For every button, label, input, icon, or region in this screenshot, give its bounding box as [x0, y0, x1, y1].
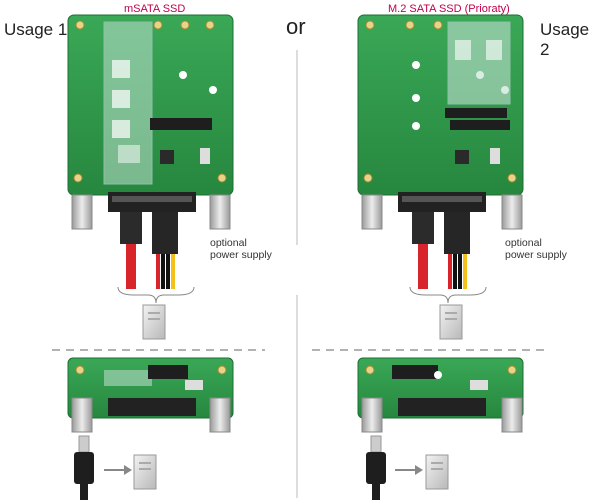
usb-cable-left — [74, 435, 94, 500]
cable-sata-left — [120, 212, 178, 289]
arrow-left — [104, 465, 132, 475]
optional-power-right: optional power supply — [505, 237, 567, 261]
board-m2-top — [357, 14, 524, 230]
optional-power-left-line2: power supply — [210, 249, 272, 261]
drive-icon-left — [142, 304, 166, 340]
drive-icon-bottom-left — [133, 454, 157, 490]
arrow-right — [395, 465, 423, 475]
usage-1-label: Usage 1 — [4, 20, 68, 39]
optional-power-right-line1: optional — [505, 237, 542, 249]
m2-title: M.2 SATA SSD (Prioraty) — [388, 3, 510, 15]
optional-power-left: optional power supply — [210, 237, 272, 261]
optional-power-right-line2: power supply — [505, 249, 567, 261]
drive-icon-bottom-right — [425, 454, 449, 490]
usb-cable-right — [366, 435, 386, 500]
brace-left — [117, 286, 195, 304]
board-msata-bottom — [67, 357, 234, 433]
drive-icon-right — [439, 304, 463, 340]
cable-sata-right — [412, 212, 470, 289]
msata-title: mSATA SSD — [124, 3, 186, 15]
or-label: or — [286, 14, 306, 39]
board-m2-bottom — [357, 357, 524, 433]
usage-2-label: Usage 2 — [540, 20, 590, 59]
board-msata-top — [67, 14, 234, 230]
optional-power-left-line1: optional — [210, 237, 247, 249]
brace-right — [409, 286, 487, 304]
